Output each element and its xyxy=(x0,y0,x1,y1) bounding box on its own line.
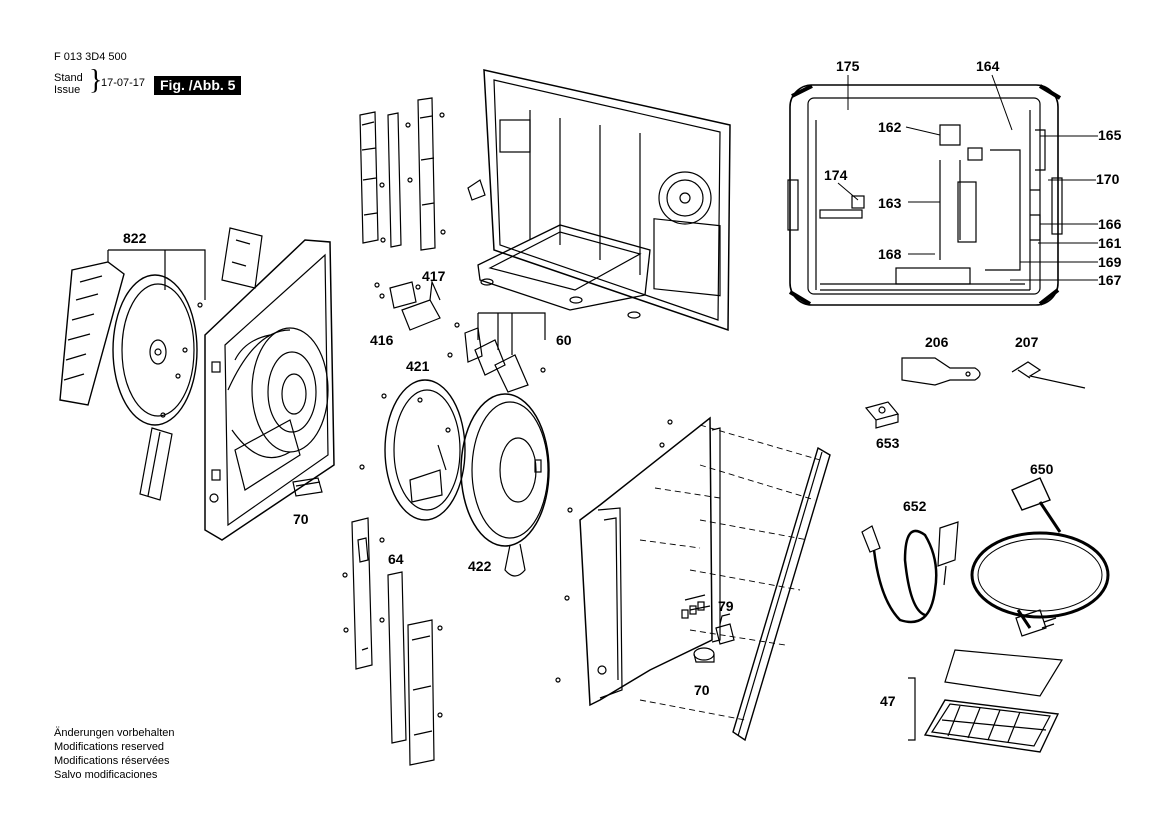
panel-dashed-guides xyxy=(639,424,821,721)
label-170: 170 xyxy=(1096,171,1120,187)
bracket-upper xyxy=(221,227,263,289)
stand-issue-labels: Stand Issue xyxy=(54,72,83,96)
part-822-group xyxy=(59,249,206,426)
part-421-disc xyxy=(359,379,466,521)
label-70-b: 70 xyxy=(694,682,710,698)
label-161: 161 xyxy=(1098,235,1122,251)
fan-housing xyxy=(204,239,335,541)
label-162: 162 xyxy=(878,119,902,135)
part-422-cover xyxy=(460,393,550,577)
label-169: 169 xyxy=(1098,254,1122,270)
label-652: 652 xyxy=(903,498,927,514)
modification-notes: Änderungen vorbehalten Modifications res… xyxy=(54,726,174,782)
label-417: 417 xyxy=(422,268,446,284)
part-70-cap xyxy=(292,477,323,497)
label-650: 650 xyxy=(1030,461,1054,477)
label-163: 163 xyxy=(878,195,902,211)
part-652-usb-cable xyxy=(861,521,959,624)
label-64: 64 xyxy=(388,551,404,567)
label-164: 164 xyxy=(976,58,1000,74)
label-175: 175 xyxy=(836,58,860,74)
note-fr: Modifications réservées xyxy=(54,755,170,767)
note-en: Modifications reserved xyxy=(54,741,165,753)
label-168: 168 xyxy=(878,246,902,262)
note-de: Änderungen vorbehalten xyxy=(54,727,175,739)
label-653: 653 xyxy=(876,435,900,451)
label-79: 79 xyxy=(718,598,734,614)
label-70: 70 xyxy=(293,511,309,527)
part-207-key xyxy=(1011,361,1086,389)
label-421: 421 xyxy=(406,358,430,374)
part-416-417-clips xyxy=(374,279,441,331)
label-167: 167 xyxy=(1098,272,1122,288)
part-64-rails xyxy=(342,517,443,766)
brace-glyph: } xyxy=(89,65,103,96)
part-206-scraper xyxy=(901,357,981,386)
rail-pair xyxy=(359,97,446,251)
label-416: 416 xyxy=(370,332,394,348)
side-panel xyxy=(555,416,721,707)
issue-date: 17-07-17 xyxy=(101,77,146,89)
control-box-leaders xyxy=(837,74,1098,281)
part-653-block xyxy=(864,401,900,429)
part-60-clips xyxy=(447,312,546,393)
part-79-switch xyxy=(715,613,735,645)
label-166: 166 xyxy=(1098,216,1122,232)
control-box xyxy=(787,84,1063,306)
label-60: 60 xyxy=(556,332,572,348)
label-422: 422 xyxy=(468,558,492,574)
label-206: 206 xyxy=(925,334,949,350)
part-650-power-cord xyxy=(970,477,1110,637)
long-strip xyxy=(732,446,831,742)
label-174: 174 xyxy=(824,167,848,183)
bracket-lower xyxy=(139,427,173,501)
main-chassis xyxy=(467,69,731,332)
issue-label: Issue xyxy=(54,84,81,96)
label-822: 822 xyxy=(123,230,147,246)
part-70-plug xyxy=(693,647,715,663)
figure-label: Fig. /Abb. 5 xyxy=(154,76,242,95)
label-207: 207 xyxy=(1015,334,1039,350)
part-code: F 013 3D4 500 xyxy=(54,51,127,63)
label-165: 165 xyxy=(1098,127,1122,143)
label-47: 47 xyxy=(880,693,896,709)
note-es: Salvo modificaciones xyxy=(54,769,158,781)
part-47-filter xyxy=(908,649,1064,753)
stand-label: Stand xyxy=(54,72,83,84)
